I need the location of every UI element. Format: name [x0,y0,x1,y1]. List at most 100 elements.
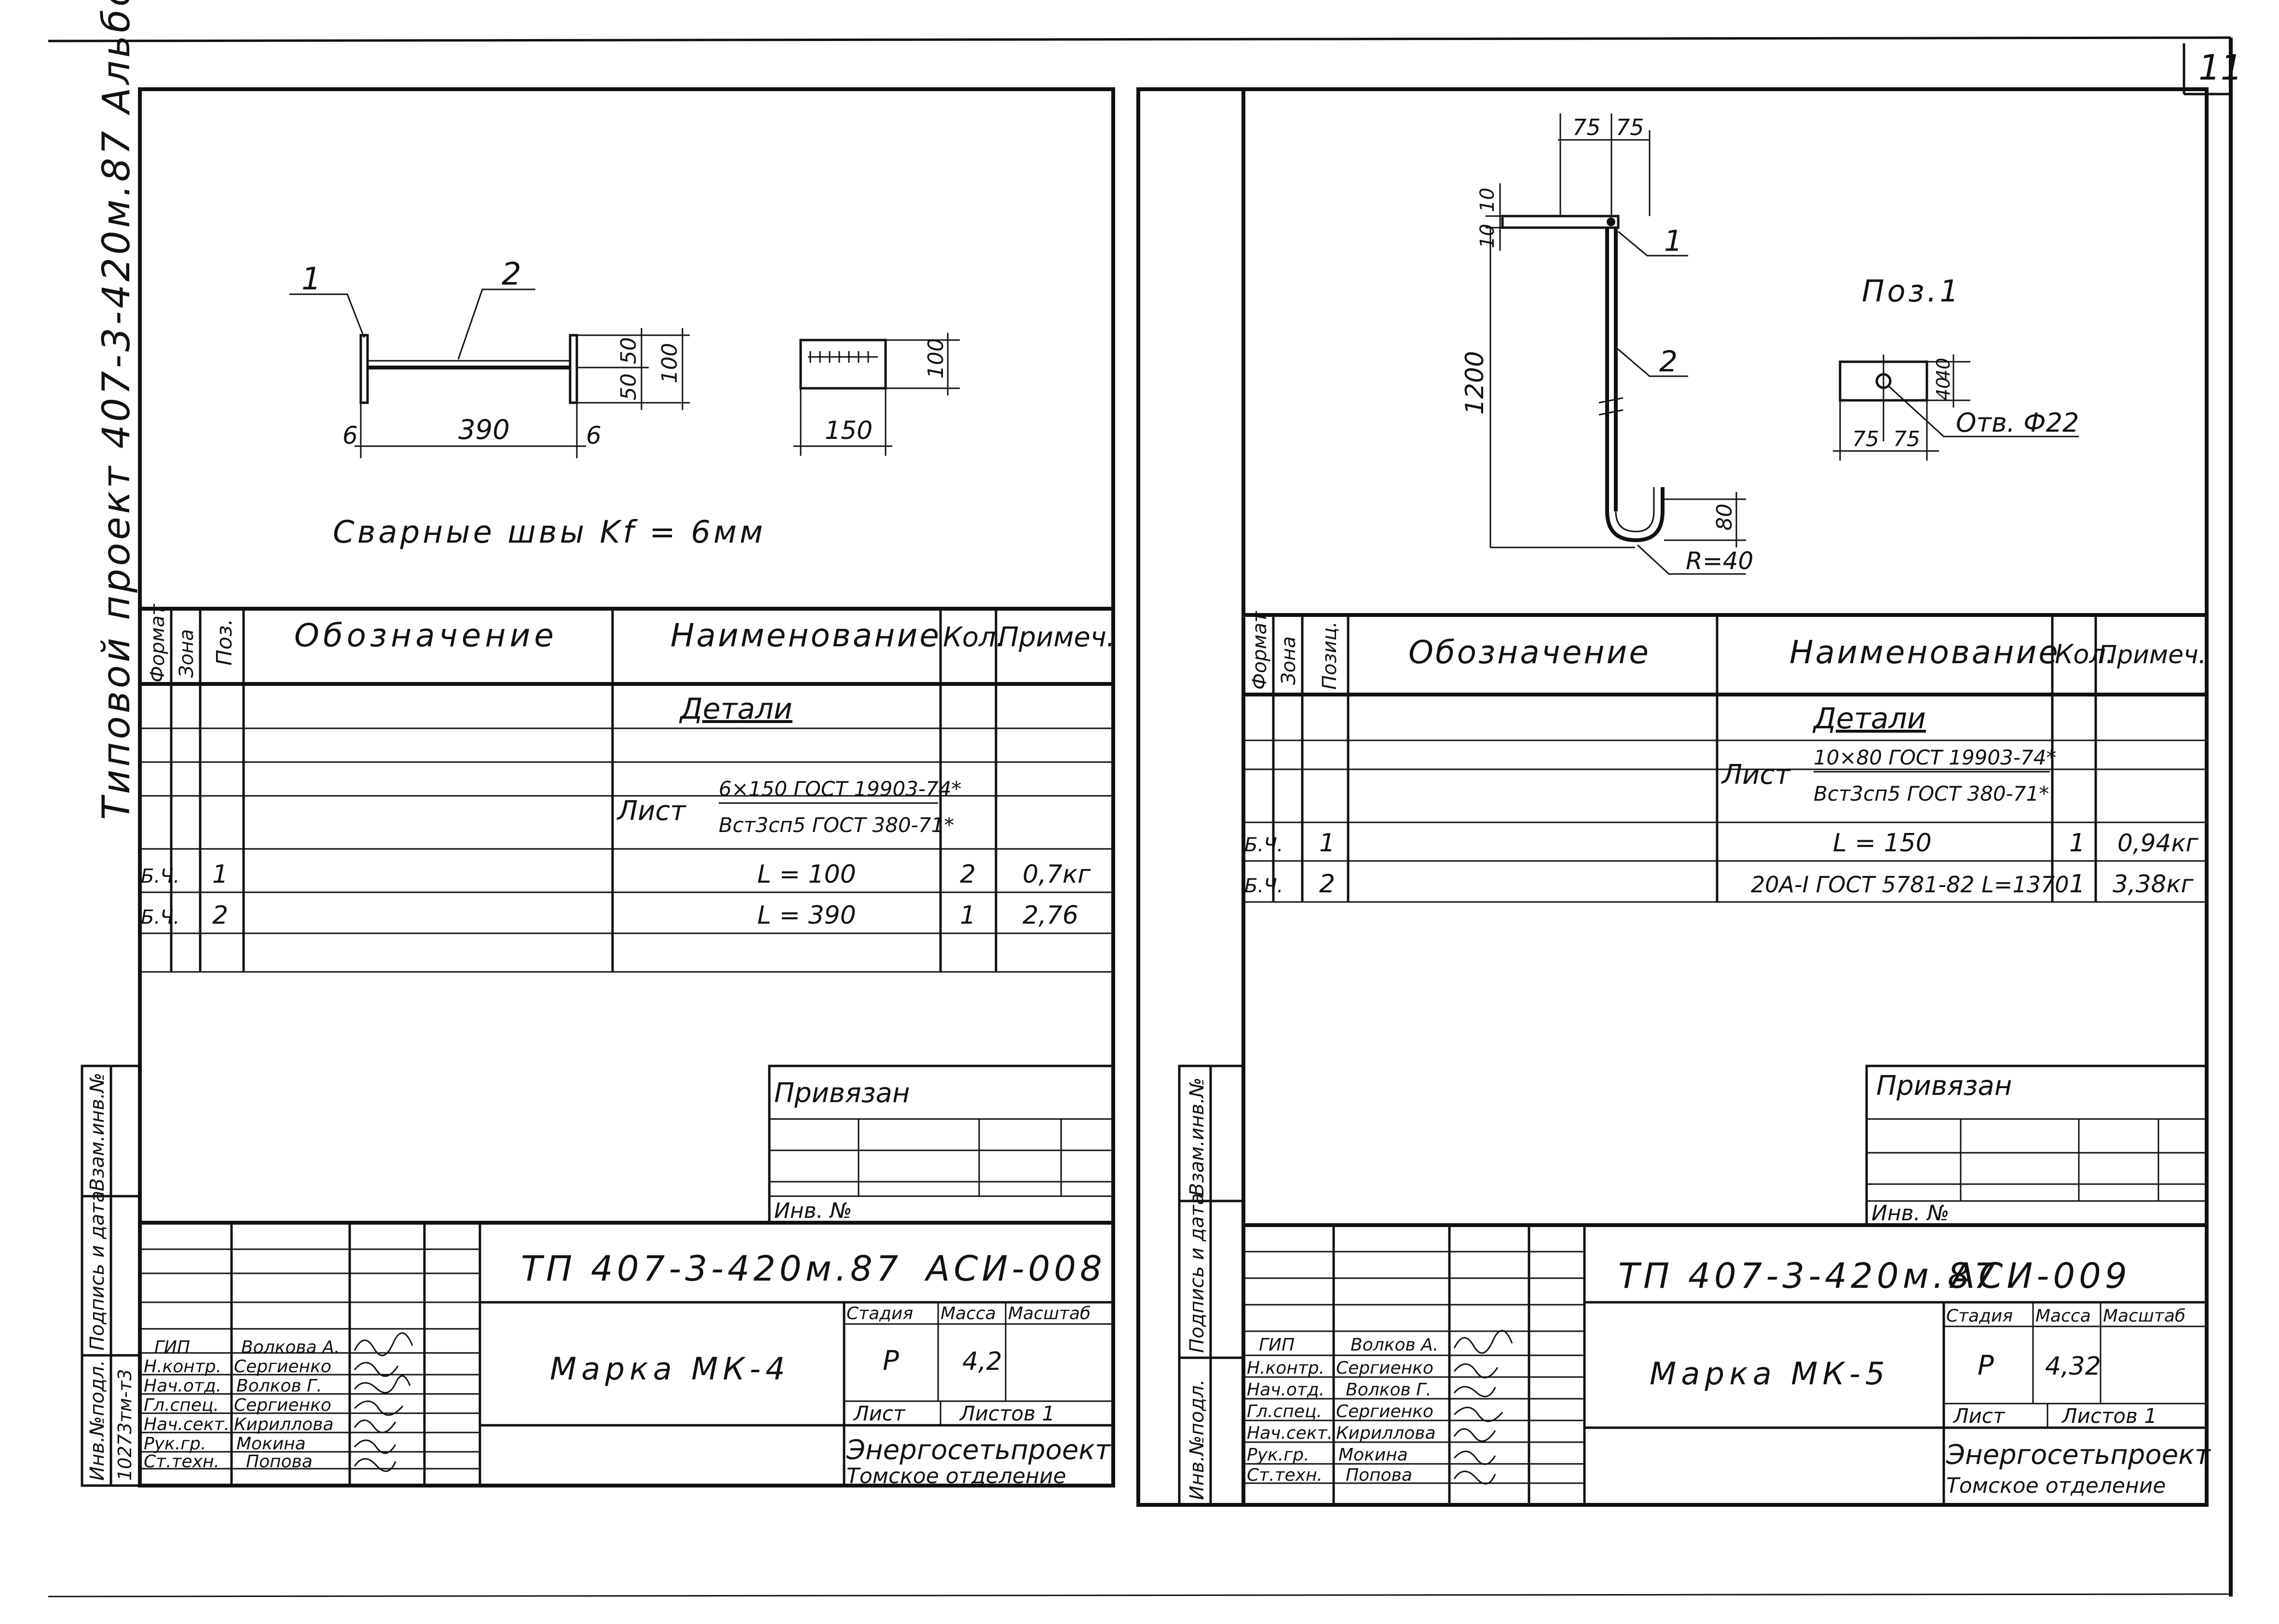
right-privyazan-block: Привязан Инв. № [1865,1064,2208,1227]
header-zone: Зона [1278,636,1300,685]
right-sheet: 75 75 10 10 1200 80 R=40 1 2 Поз. [1136,87,2211,1507]
vzam-inv-label: Взам.инв.№ [86,1073,109,1191]
stage-label: Стадия [846,1304,913,1324]
header-format: Формат [1249,611,1271,690]
staff-role: ГИП [1259,1335,1295,1355]
pos1-title: Поз.1 [1862,273,1962,309]
dim-10-a: 10 [1476,188,1499,212]
row1-qty: 2 [960,860,976,889]
signature-marks [1453,1330,1513,1485]
header-name: Наименование [670,617,941,654]
dim-80: 80 [1712,504,1737,531]
staff-role: Нач.отд. [1247,1380,1324,1400]
row1-name: L = 100 [757,860,856,889]
material-bottom: Вст3сп5 ГОСТ 380-71* [719,813,954,837]
mass-label: Масса [2035,1306,2091,1326]
staff-role: Ст.техн. [144,1452,219,1472]
dim-100-plate: 100 [924,338,948,379]
side-project-label: Типовой проект 407-3-420м.87 Альбом III [95,0,138,820]
mark-title: Марка МК-5 [1650,1356,1890,1392]
staff-name: Кириллова [1336,1423,1436,1443]
right-side-stamp: Взам.инв.№ Подпись и дата Инв.№подл. [1178,1064,1245,1506]
material-label: Лист [616,795,686,827]
row1-note: 0,94кг [2117,829,2199,857]
weld-note: Сварные швы Kf = 6мм [333,515,766,550]
header-qty: Кол. [2055,639,2114,669]
list-label: Лист [1952,1404,2006,1428]
dim-75-b: 75 [1616,114,1644,140]
row2-note: 3,38кг [2113,870,2194,898]
dim-6-left: 6 [342,422,358,450]
mass-value: 4,32 [2045,1352,2101,1381]
right-staff-list: ГИП Волков А. Н.контр. Сергиенко Нач.отд… [1247,1335,1438,1485]
staff-name: Мокина [1338,1445,1408,1465]
scale-label: Масштаб [1008,1304,1091,1324]
section-details: Детали [679,692,792,726]
staff-role: Гл.спец. [144,1395,219,1415]
right-drawing: 75 75 10 10 1200 80 R=40 1 2 Поз. [1460,113,2079,575]
sheet-code: АСИ-009 [1949,1256,2131,1296]
callout-2: 2 [1659,345,1678,379]
left-privyazan-block: Привязан Инв. № [768,1064,1115,1224]
dim-100: 100 [657,343,682,383]
left-side-stamp: Взам.инв.№ Подпись и дата Инв.№подл. 102… [81,1064,141,1487]
dim-1200: 1200 [1460,351,1489,415]
page-number: 11 [2198,47,2243,88]
staff-name: Волков Г. [1346,1380,1432,1400]
callout-1: 1 [301,261,321,297]
header-qty: Кол. [943,622,1005,653]
dim-10-b: 10 [1476,224,1499,248]
material-top: 6×150 ГОСТ 19903-74* [719,777,961,801]
row2-qty: 1 [2069,870,2085,899]
staff-name: Волкова А. [241,1337,340,1357]
row1-pos: 1 [212,860,228,889]
radius-label: R=40 [1686,547,1753,575]
left-sheet: 1 2 390 6 6 50 50 100 [81,87,1115,1488]
privyazan-label: Привязан [1876,1070,2012,1102]
project-code: ТП 407-3-420м.87 [1618,1256,1999,1296]
mark-title: Марка МК-4 [550,1351,790,1387]
right-title-block: ТП 407-3-420м.87 АСИ-009 Марка МК-5 Стад… [1243,1223,2211,1505]
staff-role: Нач.отд. [144,1376,221,1396]
material-top: 10×80 ГОСТ 19903-74* [1814,746,2056,769]
staff-name: Мокина [236,1434,306,1454]
sheet-code: АСИ-008 [924,1248,1106,1289]
project-code: ТП 407-3-420м.87 [521,1248,902,1289]
dim-390: 390 [458,414,510,446]
mass-label: Масса [941,1304,996,1324]
inv-podl-label: Инв.№подл. [86,1360,109,1481]
mass-value: 4,2 [962,1347,1002,1376]
podpis-label: Подпись и дата [1186,1193,1208,1353]
dim-75-a: 75 [1572,114,1601,140]
inv-value: 10273тм-т3 [114,1369,136,1481]
inv-no-label: Инв. № [1871,1201,1949,1226]
org-name: Энергосетьпроект [1946,1439,2211,1471]
staff-name: Сергиенко [234,1395,331,1415]
row2-pos: 2 [1319,870,1335,899]
callout-2: 2 [502,257,521,292]
staff-role: Нач.сект. [1247,1423,1333,1443]
pos1-dim-40-b: 40 [1933,377,1954,400]
staff-role: Ст.техн. [1247,1465,1323,1485]
callout-1: 1 [1664,224,1682,258]
left-staff-list: ГИП Волкова А. Н.контр. Сергиенко Нач.от… [144,1337,340,1472]
left-title-block: ТП 407-3-420м.87 АСИ-008 Марка МК-4 Стад… [140,1221,1113,1488]
header-zone: Зона [176,629,198,678]
staff-name: Попова [1346,1465,1412,1485]
staff-name: Волков Г. [236,1376,322,1396]
row2-note: 2,76 [1023,901,1078,930]
stage-label: Стадия [1946,1306,2013,1326]
inv-podl-label: Инв.№подл. [1186,1379,1208,1500]
dim-150: 150 [825,416,873,445]
staff-role: Нач.сект. [144,1415,230,1434]
row2-name: 20А-I ГОСТ 5781-82 L=1370 [1751,872,2069,898]
row1-name: L = 150 [1833,829,1932,858]
page-frame: 11 [48,36,2243,1597]
scale-label: Масштаб [2103,1306,2185,1326]
left-drawing: 1 2 390 6 6 50 50 100 [289,257,960,550]
row1-format: Б.Ч. [1244,834,1283,856]
header-note: Примеч. [998,622,1115,653]
row2-format: Б.Ч. [1244,875,1283,897]
lists-label: Листов 1 [959,1402,1055,1425]
